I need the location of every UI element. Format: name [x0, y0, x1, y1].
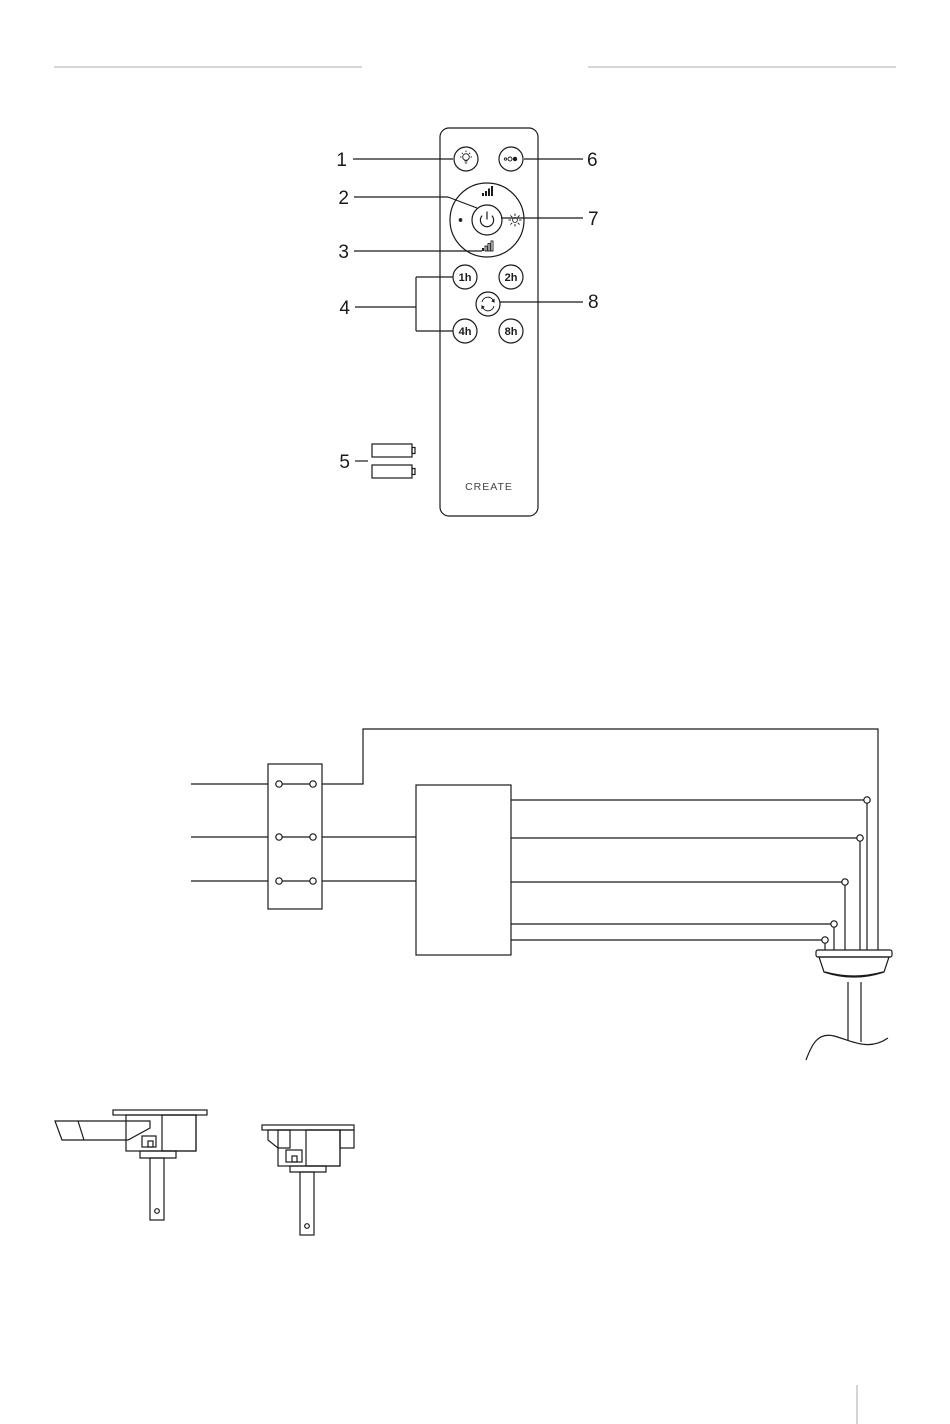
- terminal-connectors: [276, 781, 316, 884]
- callout-1: 1: [336, 150, 347, 171]
- callout-8: 8: [588, 292, 599, 313]
- brightness-down-button[interactable]: [459, 218, 463, 222]
- timer-8h-button[interactable]: 8h: [499, 319, 523, 343]
- remote-control-diagram: 1h 2h 4h 8h CREATE: [336, 128, 598, 516]
- timer-1h-label: 1h: [459, 272, 472, 284]
- timer-1h-button[interactable]: 1h: [453, 265, 477, 289]
- fan-canopy: [806, 950, 892, 1060]
- power-icon: [480, 212, 493, 227]
- dot-toggle-icon: [504, 157, 517, 161]
- receiver-box: [416, 785, 511, 955]
- timer-4h-button[interactable]: 4h: [453, 319, 477, 343]
- timer-2h-button[interactable]: 2h: [499, 265, 523, 289]
- callout-2: 2: [338, 188, 349, 209]
- speed-down-button[interactable]: [482, 241, 493, 251]
- wiring-diagram: [191, 729, 892, 1060]
- speed-up-button[interactable]: [482, 186, 493, 196]
- small-sun-icon: [459, 218, 463, 222]
- timer-4h-label: 4h: [459, 326, 472, 338]
- callout-6: 6: [587, 150, 598, 171]
- lightbulb-icon: [460, 151, 472, 164]
- battery-icon: [372, 444, 415, 478]
- power-button[interactable]: [472, 205, 502, 235]
- callout-7: 7: [588, 209, 599, 230]
- direction-button[interactable]: [476, 292, 500, 316]
- sun-icon: [509, 214, 522, 227]
- reverse-arrows-icon: [481, 297, 494, 311]
- timer-8h-label: 8h: [505, 326, 518, 338]
- signal-bars-icon: [482, 186, 493, 196]
- timer-2h-label: 2h: [505, 272, 518, 284]
- callout-4: 4: [339, 298, 350, 319]
- remote-body: [440, 128, 538, 516]
- mounting-bracket-detail-left: [55, 1110, 207, 1220]
- mounting-bracket-detail-right: [262, 1125, 354, 1235]
- callout-leaders: [353, 159, 583, 461]
- callout-5: 5: [339, 452, 350, 473]
- signal-bars-icon: [482, 241, 493, 251]
- light-button[interactable]: [454, 147, 478, 171]
- brightness-up-button[interactable]: [509, 214, 522, 227]
- brand-logo: CREATE: [465, 481, 513, 493]
- mode-button[interactable]: [499, 147, 523, 171]
- callout-3: 3: [338, 242, 349, 263]
